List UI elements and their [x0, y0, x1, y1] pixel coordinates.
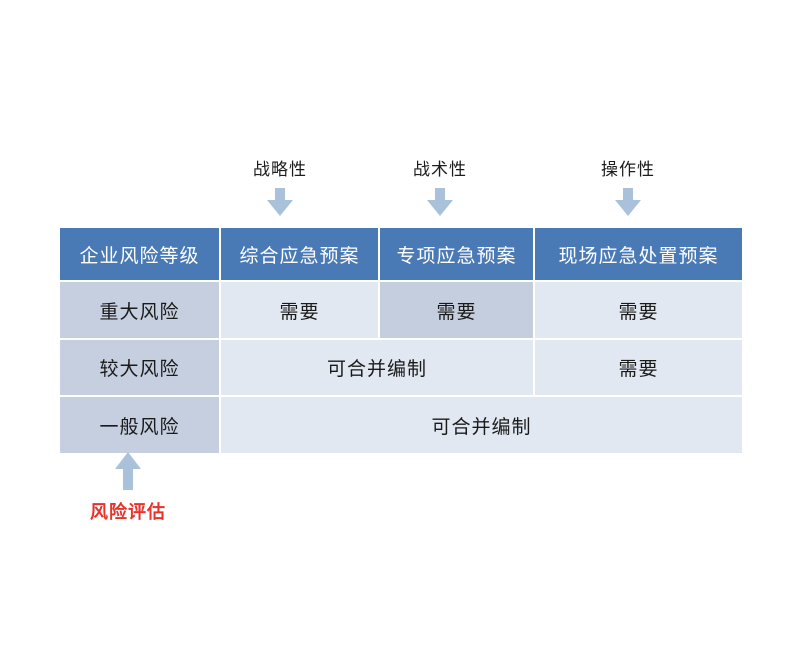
arrow-down-icon: [615, 188, 641, 216]
table-header-row: 企业风险等级 综合应急预案 专项应急预案 现场应急处置预案: [60, 228, 742, 282]
callout-strategic: 战略性: [200, 162, 360, 216]
row-header-general-risk: 一般风险: [60, 397, 221, 453]
risk-plan-matrix-table: 企业风险等级 综合应急预案 专项应急预案 现场应急处置预案 重大风险 需要 需要…: [60, 228, 742, 453]
callout-label-strategic: 战略性: [253, 160, 307, 180]
column-header-comprehensive-plan: 综合应急预案: [221, 228, 380, 282]
table-row: 重大风险 需要 需要 需要: [60, 282, 742, 340]
row-header-major-risk: 重大风险: [60, 282, 221, 340]
arrow-down-icon: [267, 188, 293, 216]
cell-general-merged: 可合并编制: [221, 397, 742, 453]
callout-label-tactical: 战术性: [413, 160, 467, 180]
callout-operational: 操作性: [548, 162, 708, 216]
arrow-down-icon: [427, 188, 453, 216]
column-header-onsite-plan: 现场应急处置预案: [535, 228, 742, 282]
arrow-up-icon: [115, 452, 141, 490]
callout-tactical: 战术性: [360, 162, 520, 216]
callout-risk-assessment: 风险评估: [78, 452, 178, 524]
column-header-risk-level: 企业风险等级: [60, 228, 221, 282]
callout-label-risk-assessment: 风险评估: [90, 502, 166, 523]
cell-relatively-major-merged: 可合并编制: [221, 340, 535, 397]
column-header-special-plan: 专项应急预案: [380, 228, 535, 282]
cell-major-special: 需要: [380, 282, 535, 340]
callout-label-operational: 操作性: [601, 160, 655, 180]
table-row: 较大风险 可合并编制 需要: [60, 340, 742, 397]
row-header-relatively-major-risk: 较大风险: [60, 340, 221, 397]
cell-major-onsite: 需要: [535, 282, 742, 340]
table-row: 一般风险 可合并编制: [60, 397, 742, 453]
cell-relatively-major-onsite: 需要: [535, 340, 742, 397]
cell-major-comprehensive: 需要: [221, 282, 380, 340]
